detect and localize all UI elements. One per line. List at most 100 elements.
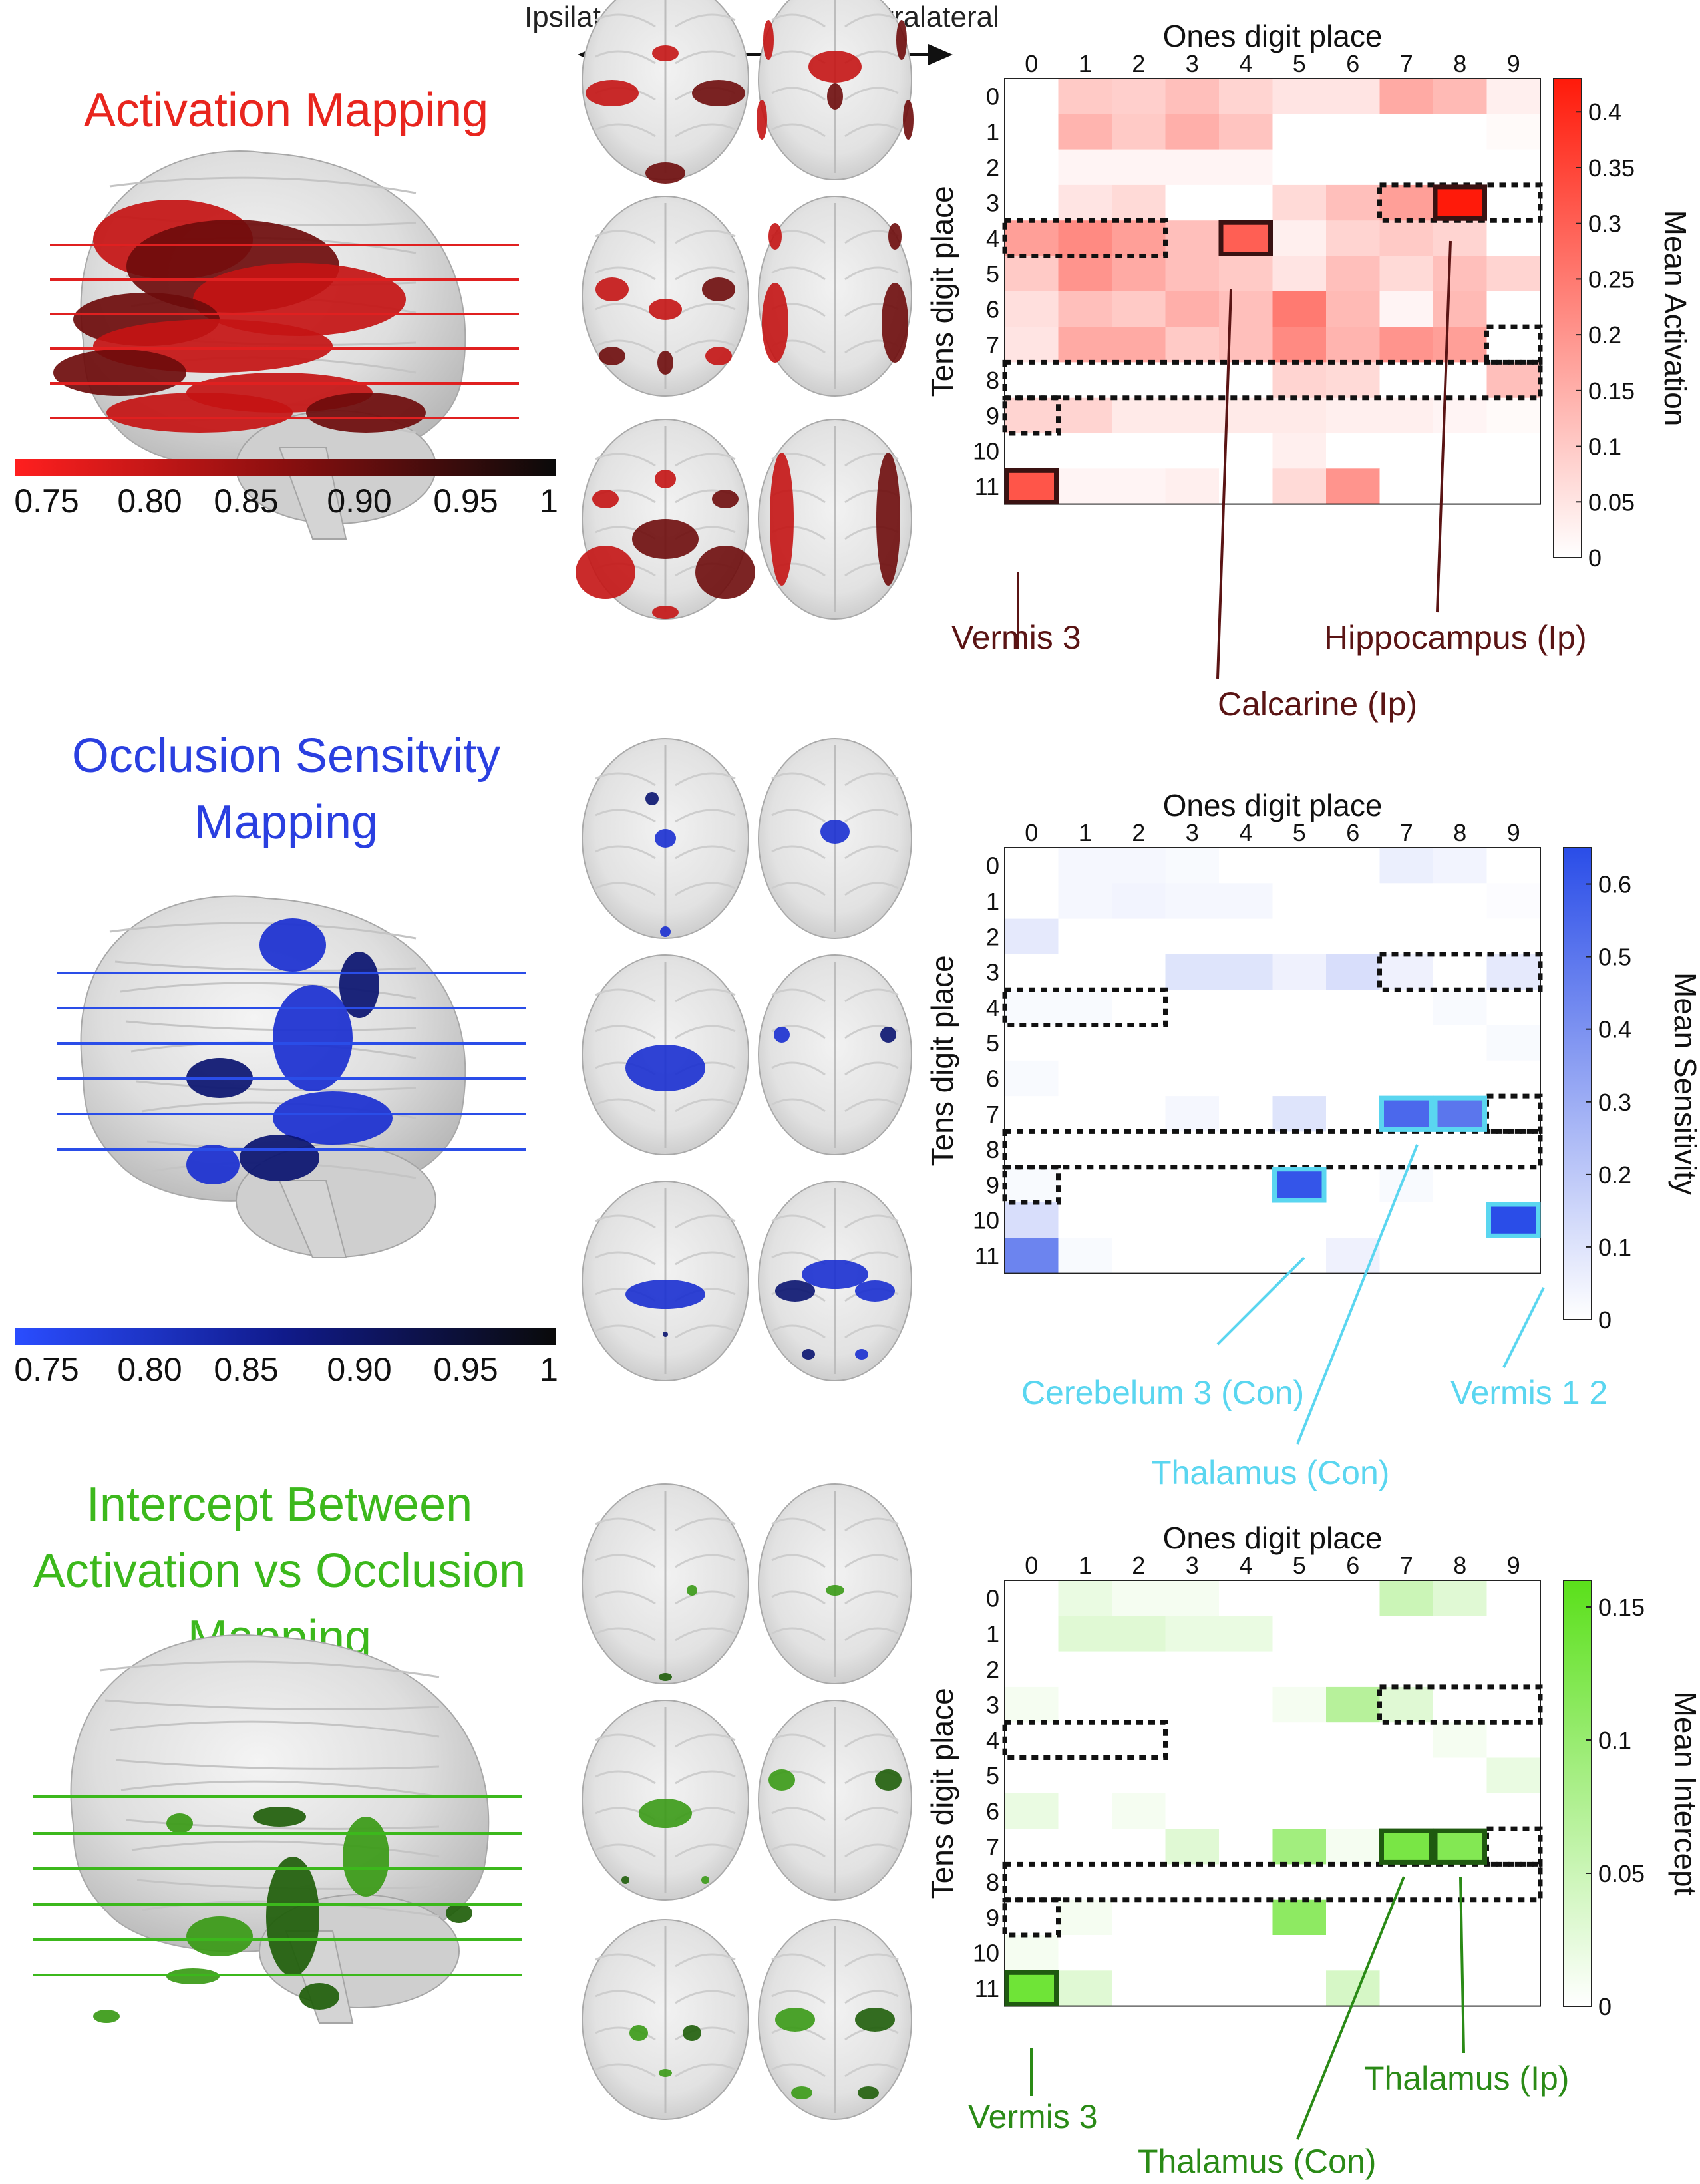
- heatmap-cell: [1379, 1616, 1434, 1652]
- heatmap-cell: [1165, 256, 1220, 292]
- dashed-outline: [1002, 1897, 1061, 1938]
- heatmap-cell: [1005, 954, 1059, 990]
- heatmap-cell: [1112, 1651, 1166, 1688]
- callout-label: Cerebelum 3 (Con): [1021, 1374, 1304, 1411]
- highlighted-cell: [1433, 1828, 1487, 1865]
- axial-blob: [775, 2008, 815, 2032]
- heatmap-cell: [1005, 1025, 1059, 1061]
- sagittal-brain-intercept: [33, 1634, 522, 2024]
- sulcus-line: [595, 1214, 656, 1229]
- heatmap-cell: [1272, 1616, 1327, 1652]
- heatmap-cell: [1433, 362, 1487, 399]
- heatmap-cell: [1486, 149, 1541, 186]
- heatmap-cell: [1433, 1970, 1487, 2007]
- scale-tick-label: 0.95: [433, 1351, 498, 1388]
- heatmap-cell: [1165, 1686, 1220, 1723]
- axial-slice-occlusion-r0-c0: [582, 738, 749, 939]
- heatmap-cell: [1058, 1202, 1112, 1238]
- highlighted-cell: [1379, 1828, 1434, 1865]
- heatmap-cell: [1433, 1060, 1487, 1097]
- sulcus-line: [675, 1324, 736, 1339]
- heatmap-row-tick: 0: [986, 852, 999, 880]
- sulcus-line: [771, 1554, 826, 1568]
- callout-label: Calcarine (Ip): [1218, 685, 1417, 723]
- heatmap-cell: [1165, 149, 1220, 186]
- gyrus-line: [99, 1660, 440, 1678]
- heatmap-col-tick: 0: [1025, 1552, 1038, 1579]
- heatmap-cell: [1005, 1864, 1059, 1901]
- heatmap-cell: [1433, 1793, 1487, 1829]
- heatmap-cell: [1058, 1651, 1112, 1688]
- sulcus-line: [595, 772, 656, 787]
- sulcus-line: [844, 1098, 899, 1113]
- heatmap-row-tick: 8: [986, 1869, 999, 1896]
- heatmap-top-label: Ones digit place: [1163, 788, 1383, 822]
- heatmap-cell: [1165, 1829, 1220, 1865]
- legend-tick-label: 0.05: [1588, 488, 1635, 516]
- heatmap-cell: [1326, 184, 1380, 221]
- heatmap-cell: [1219, 256, 1273, 292]
- heatmap-cell: [1326, 1864, 1380, 1901]
- axial-blob: [645, 162, 685, 184]
- heatmap-cell: [1379, 954, 1434, 990]
- callout-label: Vermis 3: [968, 2098, 1098, 2135]
- heatmap-cell: [1005, 990, 1059, 1025]
- axial-slices: [576, 0, 914, 2120]
- heatmap-cell: [1326, 1167, 1380, 1203]
- heatmap-row-tick: 3: [986, 1692, 999, 1719]
- heatmap-cell: [1112, 433, 1166, 469]
- heatmap-cell: [1486, 1793, 1541, 1829]
- heatmap-cell: [1433, 1167, 1487, 1203]
- heatmap-row-tick: 6: [986, 1065, 999, 1092]
- heatmap-col-tick: 4: [1239, 50, 1252, 77]
- heatmap-cell: [1486, 362, 1541, 399]
- heatmap-col-tick: 3: [1186, 819, 1199, 846]
- heatmap-cell: [1112, 1025, 1166, 1061]
- heatmap-cell: [1005, 1580, 1059, 1616]
- sulcus-line: [595, 230, 656, 244]
- axial-blob: [763, 20, 774, 60]
- heatmap-cell: [1058, 883, 1112, 920]
- axial-slice-activation-r0-c0: [582, 0, 749, 184]
- heatmap-cell: [1272, 1970, 1327, 2007]
- heatmap-top-label: Ones digit place: [1163, 19, 1383, 53]
- heatmap-cell: [1486, 1899, 1541, 1936]
- heatmap-cell: [1486, 918, 1541, 955]
- heatmap-cell: [1326, 990, 1380, 1025]
- heatmap-col-tick: 1: [1079, 50, 1092, 77]
- heatmap-cell: [1433, 1096, 1487, 1132]
- heatmap-left-label: Tens digit place: [925, 1688, 959, 1899]
- heatmap-cell: [1005, 220, 1059, 256]
- sulcus-line: [844, 87, 899, 101]
- legend-tick-label: 0: [1588, 544, 1602, 572]
- heatmap-cell: [1486, 954, 1541, 990]
- heatmap-cell: [1219, 954, 1273, 990]
- heatmap-cell: [1272, 79, 1327, 114]
- heatmap-cell: [1326, 468, 1380, 505]
- heatmap-cell: [1272, 883, 1327, 920]
- heatmap-cell: [1326, 114, 1380, 150]
- heatmap-cell: [1486, 1686, 1541, 1723]
- heatmap-cell: [1272, 220, 1327, 256]
- sulcus-line: [675, 2026, 736, 2041]
- heatmap-cell: [1326, 79, 1380, 114]
- sulcus-line: [675, 1990, 736, 2004]
- axial-blob: [649, 299, 682, 320]
- heatmap-cell: [1379, 256, 1434, 292]
- callout-line: [1216, 1256, 1305, 1346]
- heatmap-col-tick: 2: [1132, 50, 1145, 77]
- axial-blob: [762, 283, 788, 363]
- heatmap-cell: [1112, 954, 1166, 990]
- heatmap-cell: [1112, 256, 1166, 292]
- callout-line: [1436, 240, 1452, 613]
- heatmap-cell: [1272, 1651, 1327, 1688]
- heatmap-cell: [1165, 918, 1220, 955]
- heatmap-cell: [1112, 397, 1166, 434]
- heatmap-row-tick: 7: [986, 331, 999, 359]
- legend-tick-label: 0.2: [1588, 321, 1621, 349]
- scale-tick-label: 1: [540, 1351, 558, 1388]
- heatmap-cell: [1219, 468, 1273, 505]
- heatmap-row-tick: 8: [986, 1136, 999, 1163]
- heatmap-cell: [1379, 184, 1434, 221]
- sulcus-line: [595, 13, 656, 28]
